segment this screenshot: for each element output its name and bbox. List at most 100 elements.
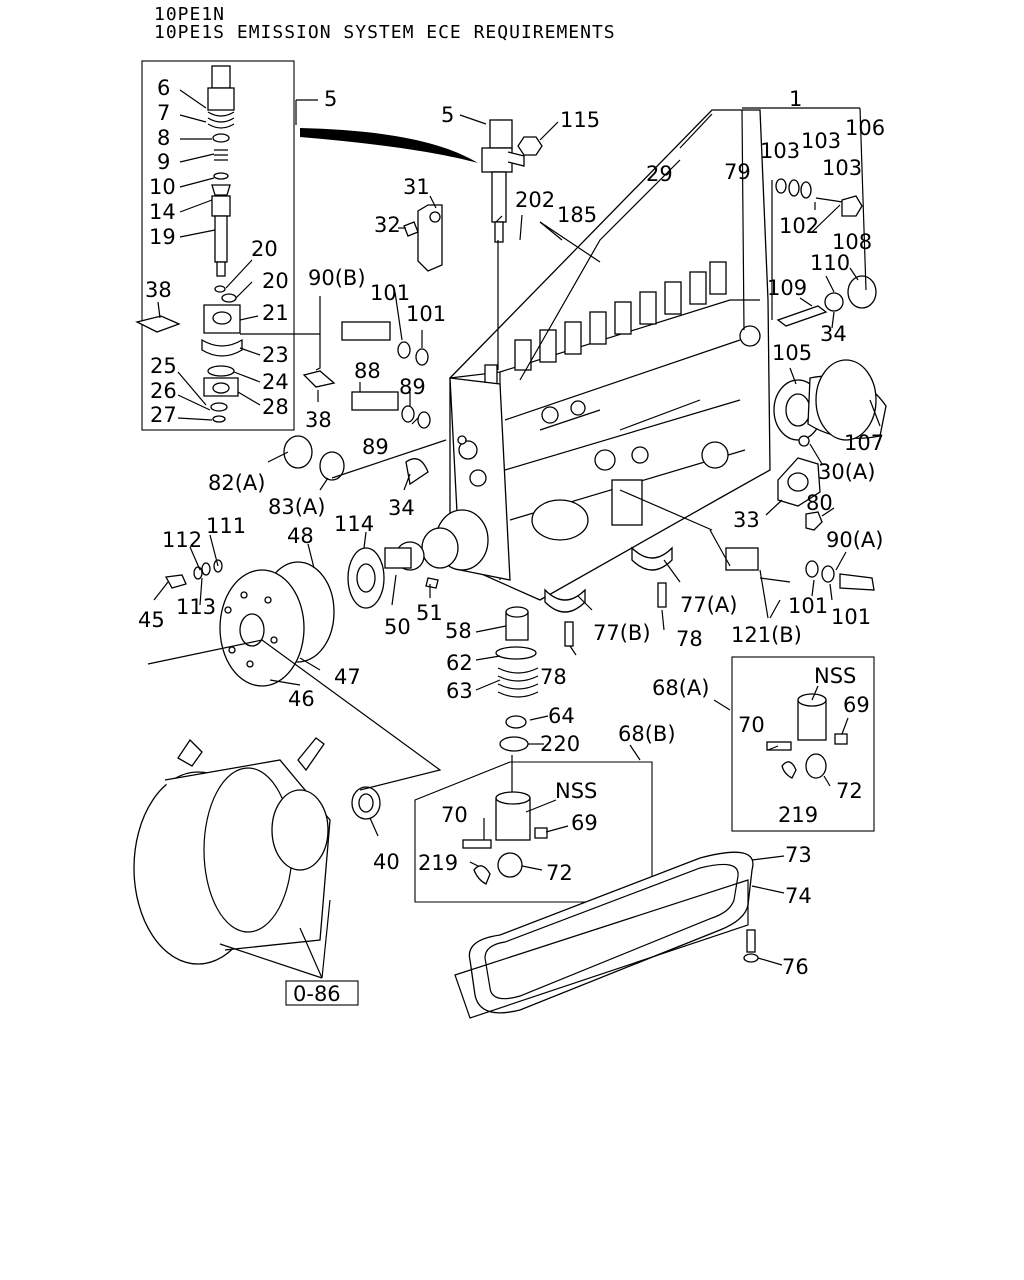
reference-label: 0-86 [293,982,341,1006]
callout-1: 1 [789,87,802,111]
callout-88: 88 [354,359,381,383]
callout-101-d: 101 [831,605,871,629]
callout-105: 105 [772,341,812,365]
callout-121b: 121(B) [731,623,802,647]
pointer-arrow [300,128,478,163]
callout-nss-b: NSS [555,779,597,803]
callout-90a: 90(A) [826,528,883,552]
callout-113: 113 [176,595,216,619]
callout-79: 79 [724,160,751,184]
delivery-valve-top-drawing [481,119,543,243]
callout-69-b: 69 [571,811,598,835]
callout-31: 31 [403,175,430,199]
callout-9: 9 [157,150,170,174]
callout-48: 48 [287,524,314,548]
callout-5: 5 [324,87,337,111]
callout-110: 110 [810,251,850,275]
callout-103-b: 103 [801,129,841,153]
callout-38-left: 38 [145,278,172,302]
callout-8: 8 [157,126,170,150]
inset-box-68b [414,761,653,903]
callout-28: 28 [262,395,289,419]
callout-62: 62 [446,651,473,675]
callout-6: 6 [157,76,170,100]
lock-plate-drawing [135,315,181,333]
callout-101-b: 101 [406,302,446,326]
callout-58: 58 [445,619,472,643]
callout-7: 7 [157,101,170,125]
callout-220: 220 [540,732,580,756]
callout-10: 10 [149,175,176,199]
callout-106: 106 [845,116,885,140]
callout-64: 64 [548,704,575,728]
callout-102: 102 [779,214,819,238]
callout-219-b: 219 [418,851,458,875]
callout-90b: 90(B) [308,266,366,290]
callout-89-b: 89 [362,435,389,459]
callout-24: 24 [262,370,289,394]
leader-lines [147,89,881,979]
callout-72-b: 72 [546,861,573,885]
callout-nss-a: NSS [814,664,856,688]
inset-box [141,60,295,431]
callout-29: 29 [646,162,673,186]
callout-5-top: 5 [441,103,454,127]
callout-107: 107 [844,431,884,455]
callout-51: 51 [416,601,443,625]
inset-box-68a [731,656,875,832]
callout-103-c: 103 [822,156,862,180]
callout-78-b: 78 [540,665,567,689]
callout-labels: 1 5 5 6 7 8 9 10 14 19 20 20 21 23 24 25… [138,76,885,979]
callout-68a: 68(A) [652,676,709,700]
gasket-cover-drawing [454,851,759,1019]
callout-112: 112 [162,528,202,552]
callout-50: 50 [384,615,411,639]
callout-73: 73 [785,843,812,867]
callout-45: 45 [138,608,165,632]
callout-101-c: 101 [788,594,828,618]
callout-74: 74 [785,884,812,908]
callout-40: 40 [373,850,400,874]
callout-89-a: 89 [399,375,426,399]
callout-70-b: 70 [441,803,468,827]
callout-32: 32 [374,213,401,237]
callout-33: 33 [733,508,760,532]
governor-side-parts-drawing [725,178,887,591]
callout-20-b: 20 [262,269,289,293]
callout-38-right: 38 [305,408,332,432]
callout-185: 185 [557,203,597,227]
callout-63: 63 [446,679,473,703]
callout-20: 20 [251,237,278,261]
callout-68b: 68(B) [618,722,676,746]
delivery-valve-holder-drawing [201,65,243,423]
callout-70-a: 70 [738,713,765,737]
callout-219-a: 219 [778,803,818,827]
callout-78-a: 78 [676,627,703,651]
callout-83a: 83(A) [268,495,325,519]
callout-26: 26 [150,379,177,403]
callout-80: 80 [806,491,833,515]
tappet-spring-drawing [495,606,539,795]
callout-34-left: 34 [388,496,415,520]
callout-34-right: 34 [820,322,847,346]
callout-202: 202 [515,188,555,212]
callout-111: 111 [206,514,246,538]
screw-drawing [657,582,667,608]
bearing-shell-drawing [544,588,586,613]
callout-46: 46 [288,687,315,711]
callout-114: 114 [334,512,374,536]
injection-pump-body-drawing [384,109,771,601]
callout-101-a: 101 [370,281,410,305]
callout-82a: 82(A) [208,471,265,495]
pump-housing-drawing [133,737,381,965]
bearing-shell-drawing [631,546,673,571]
screw-drawing [564,621,574,647]
callout-23: 23 [262,343,289,367]
callout-77b: 77(B) [593,621,651,645]
callout-30a: 30(A) [818,460,875,484]
callout-47: 47 [334,665,361,689]
callout-77a: 77(A) [680,593,737,617]
callout-19: 19 [149,225,176,249]
